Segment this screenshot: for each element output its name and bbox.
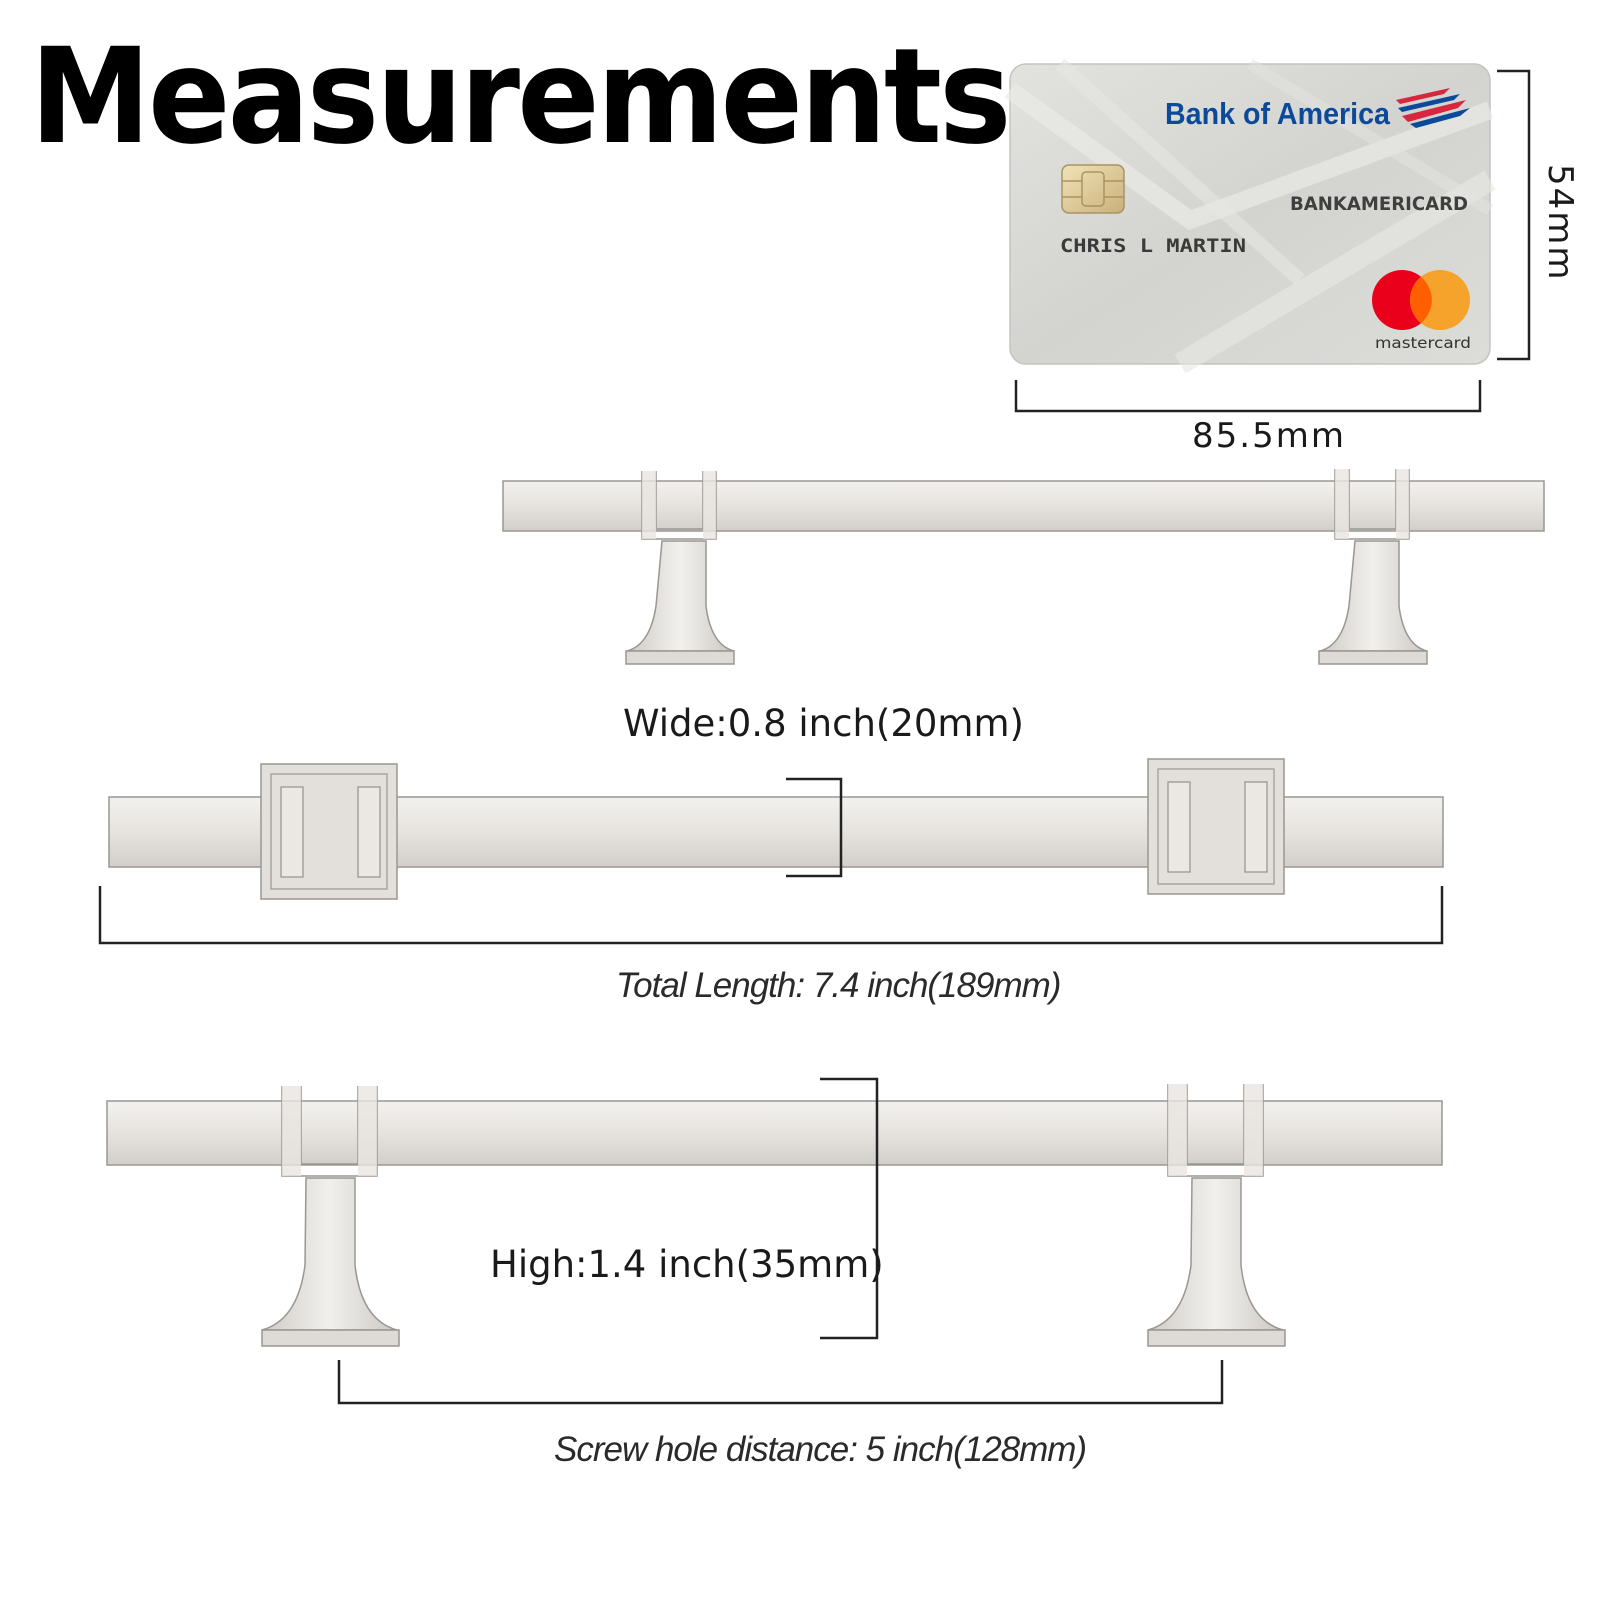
handle-post-left [261, 1086, 400, 1347]
screw-hole-distance-label: Screw hole distance: 5 inch(128mm) [554, 1430, 1087, 1469]
handle-side-view-bottom [106, 1084, 1443, 1347]
card-holder-name: CHRIS L MARTIN [1060, 235, 1246, 257]
credit-card: Bank of America BANKAMERICARD CHRIS L MA… [1004, 58, 1496, 374]
card-network-name: mastercard [1375, 334, 1471, 352]
total-length-label: Total Length: 7.4 inch(189mm) [616, 966, 1061, 1005]
screw-hole-bracket [337, 1360, 1224, 1405]
handle-top-view [108, 758, 1444, 900]
handle-side-view-top [502, 469, 1545, 665]
handle-base-plate-right [1147, 758, 1285, 895]
handle-post-left [625, 471, 735, 665]
card-width-label: 85.5mm [1192, 416, 1346, 456]
page-title: Measurements [30, 20, 1011, 174]
bank-logo-icon [1396, 88, 1470, 128]
chip-icon [1061, 164, 1125, 214]
high-bracket [820, 1077, 879, 1340]
high-label: High:1.4 inch(35mm) [490, 1243, 884, 1286]
card-width-bracket [1014, 380, 1482, 413]
wide-label: Wide:0.8 inch(20mm) [623, 702, 1024, 745]
bank-name: Bank of America [1165, 96, 1391, 131]
card-height-bracket [1497, 69, 1531, 361]
wide-bracket [786, 777, 843, 878]
mastercard-logo-icon [1372, 270, 1470, 330]
total-length-bracket [98, 886, 1444, 945]
handle-post-right [1147, 1084, 1286, 1347]
card-height-label: 54mm [1540, 164, 1580, 282]
card-product-name: BANKAMERICARD [1290, 193, 1468, 215]
handle-base-plate-left [260, 763, 398, 900]
handle-post-right [1318, 469, 1428, 665]
